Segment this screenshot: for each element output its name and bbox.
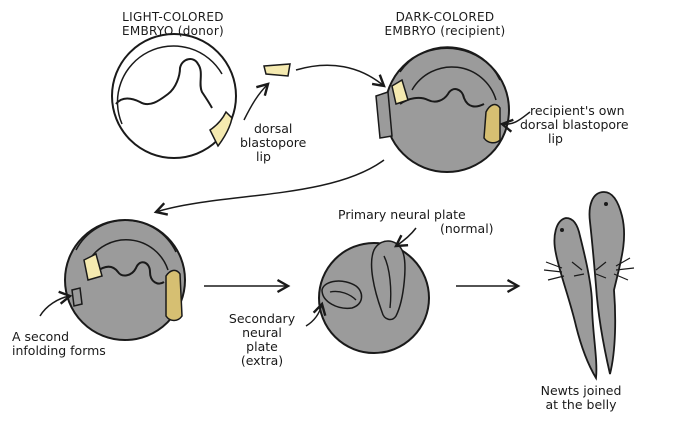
infolding-inner-arc [87, 239, 169, 271]
newt-right-body [588, 191, 626, 375]
label-second-line1: A second [12, 329, 70, 344]
label-lip-line1: dorsal [254, 121, 293, 136]
second-infolding-pointer [39, 290, 73, 317]
newt-limbs [543, 257, 635, 281]
label-secondary-line1: Secondary [228, 311, 296, 326]
infolding-embryo [64, 219, 186, 341]
recipient-fold [399, 88, 485, 108]
grafted-lip [391, 78, 409, 105]
graft-lip-2 [83, 252, 103, 281]
recipient-own-lip [483, 103, 501, 144]
label-donor-line2: EMBRYO (donor) [121, 24, 225, 38]
label-secondary-line3: plate [246, 339, 278, 354]
arrow-to-second-row [153, 159, 385, 216]
label-own-lip-line1: recipient's own [530, 103, 625, 118]
label-own-lip-line2: dorsal blastopore [520, 117, 629, 132]
joined-newts [543, 191, 635, 381]
label-newts-line1: Newts joined [540, 383, 622, 398]
own-lip-2 [165, 269, 183, 322]
second-infolding-flap [71, 287, 83, 307]
label-donor-line1: LIGHT-COLORED [122, 10, 224, 24]
recipient-ectoderm-arc [399, 46, 501, 81]
arrow-piece-to-recipient [295, 64, 386, 88]
secondary-plate-groove [329, 290, 357, 301]
arrow-donor-to-piece [243, 82, 270, 121]
donor-blastocoel-fold [115, 58, 213, 109]
newt-right-eye [604, 202, 608, 206]
neurula-embryo [318, 240, 430, 354]
newt-left-eye [560, 228, 564, 232]
primary-plate-groove [383, 255, 392, 309]
donor-embryo [111, 33, 237, 159]
label-newts-line2: at the belly [545, 397, 617, 412]
label-primary-line1: Primary neural plate [338, 207, 466, 222]
own-lip-pointer [499, 111, 531, 133]
primary-plate-pointer [393, 227, 417, 248]
label-own-lip-line3: lip [548, 131, 563, 146]
donor-lip [209, 110, 233, 148]
label-lip-line2: blastopore [240, 135, 307, 150]
excised-lip-piece [263, 63, 291, 77]
recipient-embryo [375, 46, 510, 173]
label-lip-line3: lip [256, 149, 271, 164]
secondary-neural-plate [321, 280, 363, 310]
graft-flap [375, 90, 393, 139]
infolding-ectoderm-arc [75, 219, 177, 253]
label-second-line2: infolding forms [12, 343, 106, 358]
donor-ectoderm-arc [116, 45, 223, 125]
recipient-inner-arc [411, 66, 497, 101]
newt-left-body [553, 217, 598, 381]
secondary-plate-pointer [305, 301, 327, 327]
label-recipient-line1: DARK-COLORED [395, 10, 495, 24]
label-secondary-line4: (extra) [240, 353, 284, 368]
infolding-fold [95, 261, 165, 285]
label-primary-line2: (normal) [440, 221, 494, 236]
label-recipient-line2: EMBRYO (recipient) [384, 24, 506, 38]
label-secondary-line2: neural [242, 325, 282, 340]
